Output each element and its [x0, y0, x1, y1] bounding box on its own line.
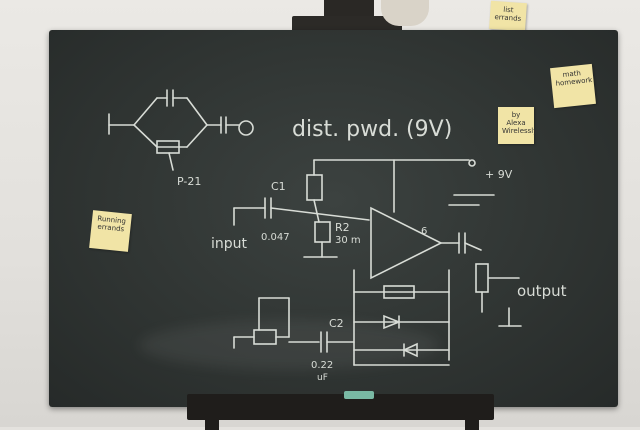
circuit-drawing: dist. pwd. (9V) + 9V P-21 C1 0.047 input… [108, 89, 567, 383]
uf-label: uF [317, 373, 328, 383]
c1-label: C1 [271, 180, 286, 193]
easel-leg-right [465, 418, 479, 430]
input-capacitor [233, 197, 370, 226]
sticky-note-alexa: by Alexa Wirelessly [498, 107, 538, 144]
input-label: input [211, 236, 248, 252]
sticky-note-top: list errands [489, 0, 527, 32]
pin-six-label: 6 [421, 226, 427, 237]
chalk-eraser [344, 391, 374, 399]
board-title: dist. pwd. (9V) [292, 117, 452, 142]
sticky-note-errands-text: Running errands [96, 214, 127, 234]
bias-resistors [303, 174, 338, 258]
p21-label: P-21 [177, 175, 201, 188]
easel-leg-left [205, 418, 219, 430]
sticky-note-alexa-text: by Alexa Wirelessly [502, 111, 538, 135]
sticky-note-math: math homework [550, 63, 596, 109]
r2-label: R2 [335, 221, 350, 234]
c1-value-label: 0.047 [261, 232, 290, 243]
chalkboard: dist. pwd. (9V) + 9V P-21 C1 0.047 input… [49, 30, 618, 407]
easel-clamp [292, 16, 402, 34]
voltage-label: + 9V [485, 168, 513, 181]
sticky-note-top-text: list errands [494, 5, 522, 23]
easel-clamp-top [324, 0, 374, 18]
op-amp [370, 206, 520, 361]
output-ground [498, 307, 522, 327]
easel-tray [187, 394, 494, 420]
feedback-network [353, 269, 450, 366]
sticky-note-math-text: math homework [555, 69, 593, 88]
c2-network [233, 297, 355, 353]
diamond-circuit [108, 89, 254, 171]
toy-figure [381, 0, 429, 26]
power-rail [313, 159, 495, 213]
c2-label: C2 [329, 317, 344, 330]
c2-value-label: 0.22 [311, 360, 333, 371]
r2-value-label: 30 m [335, 235, 361, 246]
sticky-note-errands: Running errands [89, 210, 132, 252]
output-label: output [517, 282, 567, 300]
